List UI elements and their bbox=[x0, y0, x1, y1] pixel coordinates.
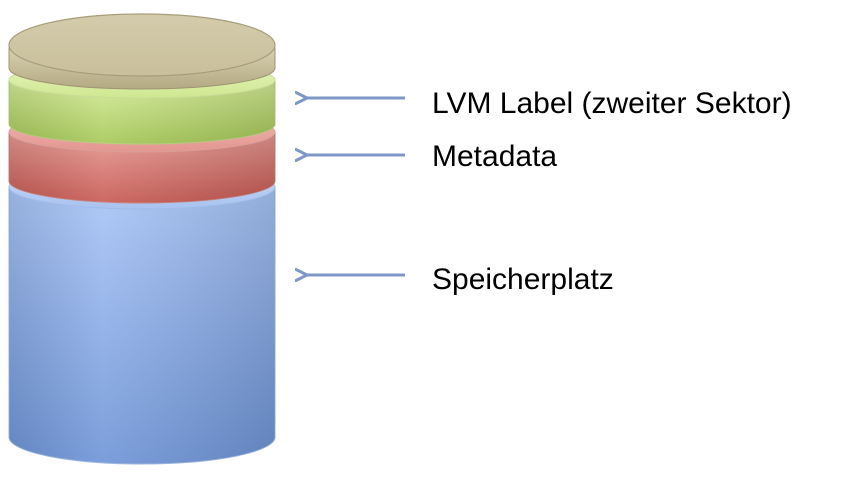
metadata-layer bbox=[8, 111, 276, 204]
cylinder-top-cap bbox=[8, 13, 276, 90]
storage-label-text: Speicherplatz bbox=[432, 263, 614, 296]
arrows bbox=[307, 98, 405, 275]
lvm-label-text: LVM Label (zweiter Sektor) bbox=[432, 87, 792, 120]
storage-layer bbox=[8, 164, 276, 465]
metadata-label-text: Metadata bbox=[432, 140, 557, 173]
